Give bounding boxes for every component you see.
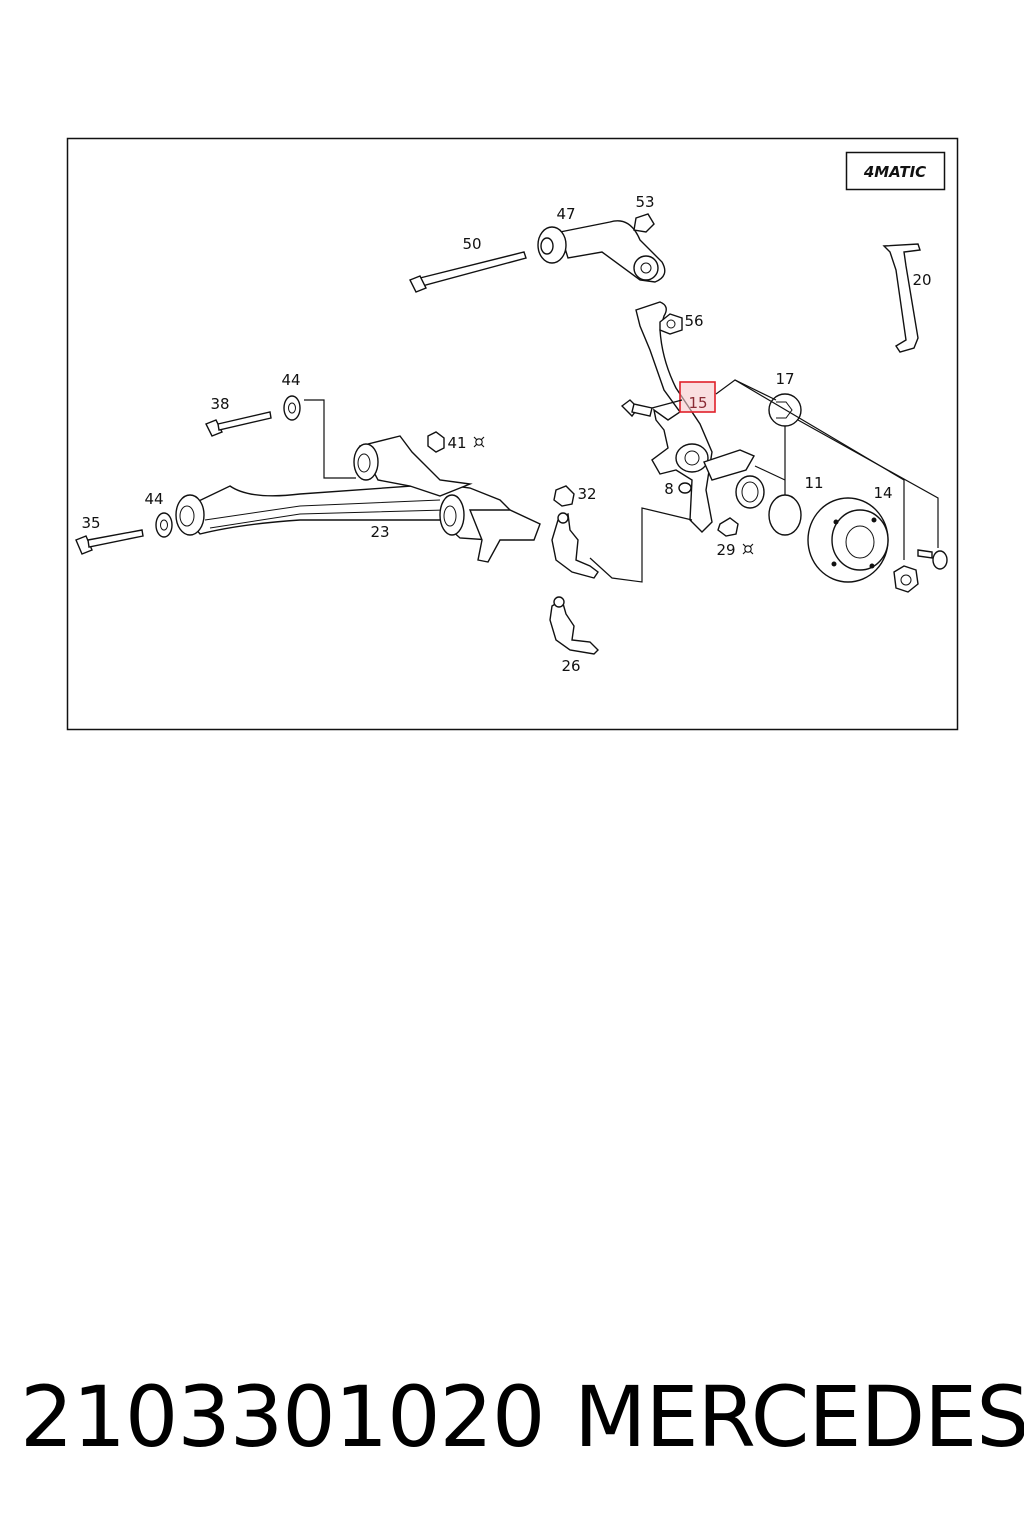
washer-44-upper xyxy=(283,395,301,421)
part-number: 2103301020 xyxy=(20,1368,545,1466)
marker-symbols xyxy=(473,436,754,555)
nut-41 xyxy=(427,431,445,453)
callout-labels: 53 47 50 56 20 44 38 41 17 15 11 14 8 32… xyxy=(81,193,931,675)
callout-50: 50 xyxy=(462,235,481,253)
callout-26: 26 xyxy=(561,657,580,675)
callout-32: 32 xyxy=(577,485,596,503)
leader-lines xyxy=(304,379,939,583)
callout-8: 8 xyxy=(664,480,674,498)
ball-joint-upper xyxy=(551,512,599,579)
callout-15: 15 xyxy=(688,394,707,412)
4matic-badge-text: 4MATIC xyxy=(863,163,926,181)
callout-23: 23 xyxy=(370,523,389,541)
bracket-20 xyxy=(882,243,921,353)
callout-29: 29 xyxy=(716,541,735,559)
washer-44-lower xyxy=(155,512,173,538)
footer: 2103301020 MERCEDES xyxy=(0,1362,1024,1472)
ball-joint-26 xyxy=(549,596,599,655)
marker-29-icon xyxy=(742,543,754,555)
nut-53 xyxy=(633,213,655,233)
nut-32 xyxy=(553,485,575,507)
wheel-bearing xyxy=(735,475,765,509)
brand-name: MERCEDES xyxy=(574,1368,1024,1466)
callout-20: 20 xyxy=(912,271,931,289)
4matic-badge: 4MATIC xyxy=(845,151,946,191)
callout-44-top: 44 xyxy=(281,371,300,389)
nut-56 xyxy=(659,313,683,335)
bolt-50 xyxy=(409,251,527,293)
diagram-frame xyxy=(66,137,959,731)
nut-29 xyxy=(717,517,739,537)
callout-14: 14 xyxy=(873,484,892,502)
wheel-hub-14 xyxy=(807,497,889,583)
hub-screw xyxy=(917,549,948,570)
knuckle-bolt xyxy=(620,399,653,418)
callout-56: 56 xyxy=(684,312,703,330)
callout-17: 17 xyxy=(775,370,794,388)
highlight-box-15 xyxy=(679,381,716,413)
bolt-35 xyxy=(75,529,144,555)
circlip-11 xyxy=(768,494,802,536)
hub-nut xyxy=(893,565,919,593)
callout-35: 35 xyxy=(81,514,100,532)
bushing-8 xyxy=(678,482,692,494)
bolt-38 xyxy=(205,411,272,437)
upper-control-arm xyxy=(537,220,666,283)
lower-control-arm xyxy=(175,435,541,563)
callout-47: 47 xyxy=(556,205,575,223)
callout-41: 41 xyxy=(447,434,466,452)
callout-11: 11 xyxy=(804,474,823,492)
callout-53: 53 xyxy=(635,193,654,211)
callout-44-lower: 44 xyxy=(144,490,163,508)
marker-41-icon xyxy=(473,436,485,448)
callout-38: 38 xyxy=(210,395,229,413)
steering-knuckle xyxy=(635,301,755,533)
parts-diagram: 4MATIC xyxy=(66,137,959,731)
